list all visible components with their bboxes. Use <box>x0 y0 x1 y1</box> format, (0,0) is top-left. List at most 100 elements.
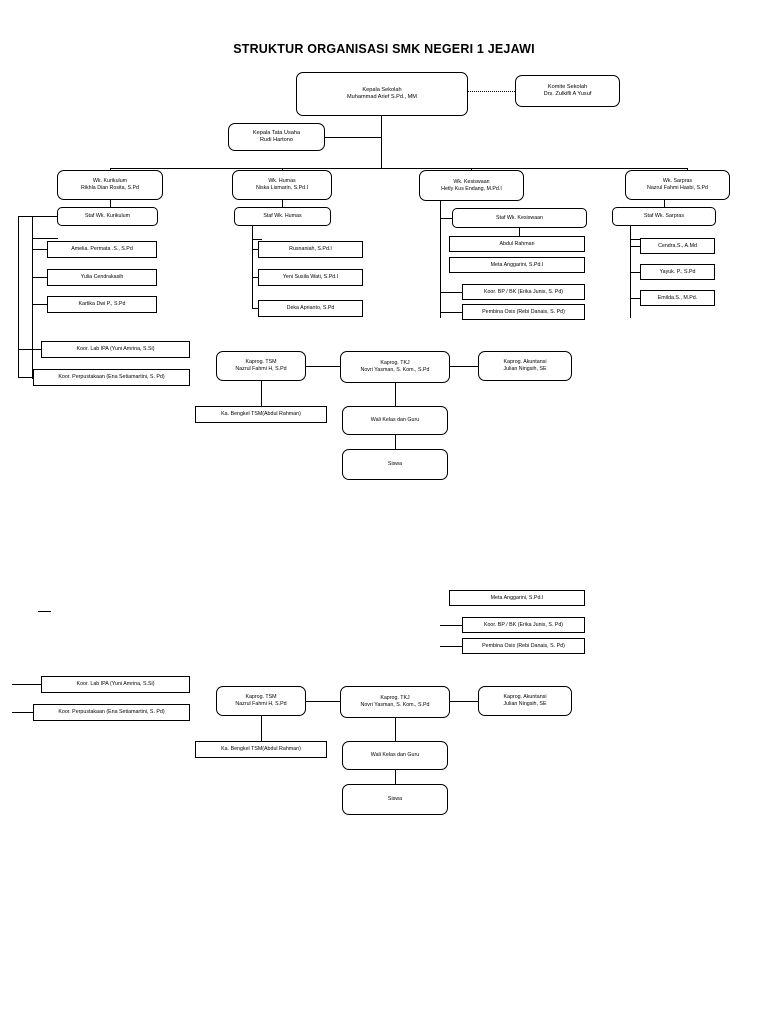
pembina-osis-label: Pembina Osis (Rebi Danais, S. Pd) <box>482 308 565 315</box>
node-dup-wali-kelas-dan-guru[interactable]: Wali Kelas dan Guru <box>342 741 448 770</box>
connector-pembina-osis <box>440 312 462 313</box>
connector-humas-staff-2 <box>252 277 258 278</box>
node-wk-kurikulum[interactable]: Wk. Kurikulum Rikhla Dian Rosita, S.Pd <box>57 170 163 200</box>
connector-dup-pembina-osis <box>440 646 462 647</box>
node-dup-kaprog-tkj[interactable]: Kaprog. TKJ Novri Yasman, S. Kom., S.Pd <box>340 686 450 718</box>
node-humas-staff-1[interactable]: Rusnaniah, S.Pd.I <box>258 241 363 258</box>
node-dup-ka-bengkel-tsm[interactable]: Ka. Bengkel TSM(Abdul Rahman) <box>195 741 327 758</box>
node-sarpras-staff-3[interactable]: Emilda.S., M.Pd. <box>640 290 715 306</box>
connector-dup-tkj-akuntansi <box>450 701 478 702</box>
node-kurikulum-staff-1[interactable]: Amelia. Permata .S., S.Pd <box>47 241 157 258</box>
dup-kaprog-tsm-name: Nazrul Fahmi H, S.Pd <box>235 701 287 707</box>
node-komite-sekolah[interactable]: Komite Sekolah Drs. Zulkifli A Yusuf <box>515 75 620 107</box>
dup-siswa-label: Siswa <box>387 796 403 803</box>
orphan-dash-mark <box>38 611 51 612</box>
connector-koor-bp-bk <box>440 292 462 293</box>
node-kaprog-tsm[interactable]: Kaprog. TSM Nazrul Fahmi H, S.Pd <box>216 351 306 381</box>
connector-tkj-to-wali <box>395 383 396 406</box>
node-kaprog-akuntansi[interactable]: Kaprog. Akuntansi Julian Ningsih, SE <box>478 351 572 381</box>
node-humas-staff-3[interactable]: Deka Aprianto, S.Pd <box>258 300 363 317</box>
connector-wali-to-siswa <box>395 435 396 449</box>
kaprog-tkj-role: Kaprog. TKJ <box>380 360 410 367</box>
connector-tsm-tkj <box>306 366 340 367</box>
node-staf-wk-kesiswaan[interactable]: Staf Wk. Kesiswaan <box>452 208 587 228</box>
node-dup-siswa[interactable]: Siswa <box>342 784 448 815</box>
node-dup-kaprog-tsm[interactable]: Kaprog. TSM Nazrul Fahmi H, S.Pd <box>216 686 306 716</box>
dup-koor-bp-bk-label: Koor. BP / BK (Erika Junis, S. Pd) <box>483 621 564 628</box>
node-dup-koor-bp-bk[interactable]: Koor. BP / BK (Erika Junis, S. Pd) <box>462 617 585 633</box>
node-wk-humas[interactable]: Wk. Humas Niska Lismarin, S.Pd.I <box>232 170 332 200</box>
koor-bp-bk-label: Koor. BP / BK (Erika Junis, S. Pd) <box>483 288 564 295</box>
node-kesiswaan-staff-1[interactable]: Abdul Rahman <box>449 236 585 252</box>
humas-staff-2-label: Yeni Susila Wati, S.Pd.I <box>282 274 339 281</box>
node-kurikulum-staff-2[interactable]: Yulia Cendrakasih <box>47 269 157 286</box>
staf-wk-kesiswaan-label: Staf Wk. Kesiswaan <box>495 214 544 221</box>
kaprog-akuntansi-name: Julian Ningsih, SE <box>503 366 547 372</box>
connector-kurikulum-staff-3 <box>32 304 47 305</box>
rail-kesiswaan <box>440 201 441 318</box>
sarpras-staff-2-label: Yayuk. P., S.Pd <box>659 268 696 275</box>
node-staf-wk-sarpras[interactable]: Staf Wk. Sarpras <box>612 207 716 226</box>
connector-sarpras-staff-1 <box>630 246 640 247</box>
node-pembina-osis[interactable]: Pembina Osis (Rebi Danais, S. Pd) <box>462 304 585 320</box>
connector-dup-tsm-tkj <box>306 701 340 702</box>
kesiswaan-staff-1-label: Abdul Rahman <box>499 240 535 247</box>
kepala-sekolah-role: Kepala Sekolah <box>362 87 402 94</box>
siswa-label: Siswa <box>387 461 403 468</box>
node-kaprog-tkj[interactable]: Kaprog. TKJ Novri Yasman, S. Kom., S.Pd <box>340 351 450 383</box>
dup-kaprog-tkj-role: Kaprog. TKJ <box>380 695 410 702</box>
node-dup-koor-lab-ipa[interactable]: Koor. Lab IPA (Yuni Amrina, S.Si) <box>41 676 190 693</box>
node-humas-staff-2[interactable]: Yeni Susila Wati, S.Pd.I <box>258 269 363 286</box>
rail-kurikulum-staff-branch <box>32 238 58 239</box>
node-koor-bp-bk[interactable]: Koor. BP / BK (Erika Junis, S. Pd) <box>462 284 585 300</box>
node-ka-bengkel-tsm[interactable]: Ka. Bengkel TSM(Abdul Rahman) <box>195 406 327 423</box>
rail-sarpras-staff-top <box>630 239 640 240</box>
connector-dup-wali-to-siswa <box>395 770 396 784</box>
connector-kurikulum-staff-1 <box>32 249 47 250</box>
connector-dup-koor-perpustakaan <box>12 712 33 713</box>
wk-sarpras-name: Nazrul Fahmi Hasbi, S.Pd <box>647 185 708 191</box>
connector-sarpras-to-staf <box>664 200 665 207</box>
connector-tkj-akuntansi <box>450 366 478 367</box>
node-staf-wk-kurikulum[interactable]: Staf Wk. Kurikulum <box>57 207 158 226</box>
node-siswa[interactable]: Siswa <box>342 449 448 480</box>
kurikulum-staff-2-label: Yulia Cendrakasih <box>80 274 124 281</box>
dup-wali-kelas-label: Wali Kelas dan Guru <box>370 752 420 759</box>
node-dup-koor-perpustakaan[interactable]: Koor. Perpustakaan (Ena Setiamartini, S.… <box>33 704 190 721</box>
connector-humas-staff-3 <box>252 308 258 309</box>
node-wk-kesiswaan[interactable]: Wk. Kesiswaan Hetly Kus Endang, M.Pd.I <box>419 170 524 201</box>
node-dup-meta-anggarini[interactable]: Meta Anggarini, S.Pd.I <box>449 590 585 606</box>
node-dup-pembina-osis[interactable]: Pembina Osis (Rebi Danais, S. Pd) <box>462 638 585 654</box>
humas-staff-3-label: Deka Aprianto, S.Pd <box>286 305 335 312</box>
kaprog-tsm-name: Nazrul Fahmi H, S.Pd <box>235 366 287 372</box>
connector-kurikulum-to-staf <box>110 200 111 207</box>
connector-dup-koor-bp-bk <box>440 625 462 626</box>
connector-wakil-bus <box>110 168 687 169</box>
connector-humas-to-staf <box>282 200 283 207</box>
node-wali-kelas-dan-guru[interactable]: Wali Kelas dan Guru <box>342 406 448 435</box>
node-staf-wk-humas[interactable]: Staf Wk. Humas <box>234 207 331 226</box>
node-kepala-sekolah[interactable]: Kepala Sekolah Muhammad Arief S.Pd., MM <box>296 72 468 116</box>
staf-wk-sarpras-label: Staf Wk. Sarpras <box>643 213 685 220</box>
kepala-tata-usaha-role: Kepala Tata Usaha <box>252 130 301 137</box>
node-sarpras-staff-1[interactable]: Cendra.S., A.Md <box>640 238 715 254</box>
dup-kaprog-akuntansi-name: Julian Ningsih, SE <box>503 701 547 707</box>
connector-staf-kesiswaan <box>440 218 452 219</box>
sarpras-staff-1-label: Cendra.S., A.Md <box>658 242 697 249</box>
wk-kesiswaan-name: Hetly Kus Endang, M.Pd.I <box>441 185 502 192</box>
kepala-tata-usaha-name: Rudi Hartono <box>260 137 293 143</box>
kepala-sekolah-name: Muhammad Arief S.Pd., MM <box>347 94 417 100</box>
dup-pembina-osis-label: Pembina Osis (Rebi Danais, S. Pd) <box>482 642 565 649</box>
node-dup-kaprog-akuntansi[interactable]: Kaprog. Akuntansi Julian Ningsih, SE <box>478 686 572 716</box>
node-kurikulum-staff-3[interactable]: Kartika Dwi P., S.Pd <box>47 296 157 313</box>
node-sarpras-staff-2[interactable]: Yayuk. P., S.Pd <box>640 264 715 280</box>
node-kepala-tata-usaha[interactable]: Kepala Tata Usaha Rudi Hartono <box>228 123 325 151</box>
rail-humas-staff-top <box>252 239 262 240</box>
node-wk-sarpras[interactable]: Wk. Sarpras Nazrul Fahmi Hasbi, S.Pd <box>625 170 730 200</box>
node-kesiswaan-staff-2[interactable]: Meta Anggarini, S.Pd.I <box>449 257 585 273</box>
node-koor-lab-ipa[interactable]: Koor. Lab IPA (Yuni Amrina, S.Si) <box>41 341 190 358</box>
kesiswaan-staff-2-label: Meta Anggarini, S.Pd.I <box>490 261 544 268</box>
node-koor-perpustakaan[interactable]: Koor. Perpustakaan (Ena Setiamartini, S.… <box>33 369 190 386</box>
dup-koor-lab-ipa-label: Koor. Lab IPA (Yuni Amrina, S.Si) <box>76 681 155 688</box>
